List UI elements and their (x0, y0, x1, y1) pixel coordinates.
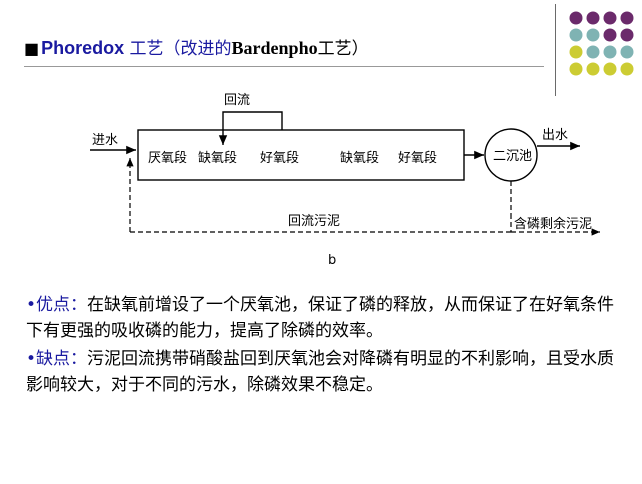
advantage-head: •优点： (26, 295, 88, 315)
title-process: 工艺（改进的 (124, 39, 232, 59)
decor-dot (603, 28, 617, 42)
disadvantage-text: 污泥回流携带硝酸盐回到厌氧池会对降磷有明显的不利影响，且受水质影响较大，对于不同… (26, 349, 615, 395)
influent-label: 进水 (92, 133, 118, 148)
stage-aerobic-2: 好氧段 (398, 151, 437, 166)
decor-dot (569, 45, 583, 59)
excess-sludge-label: 含磷剩余污泥 (514, 216, 592, 232)
decor-dot (569, 62, 583, 76)
effluent-label: 出水 (542, 128, 568, 143)
advantage-paragraph: •优点：在缺氧前增设了一个厌氧池，保证了磷的释放，从而保证了在好氧条件下有更强的… (26, 292, 618, 344)
stage-anaerobic-1: 厌氧段 (148, 151, 187, 166)
title-underline (24, 66, 544, 67)
slide-title: ■Phoredox 工艺（改进的Bardenpho工艺） (24, 34, 369, 59)
stage-anoxic-1: 缺氧段 (198, 151, 237, 166)
decor-dot (620, 45, 634, 59)
decor-dot (620, 62, 634, 76)
figure-caption: b (328, 253, 336, 268)
title-bardenpho: Bardenpho (231, 38, 318, 58)
stage-anoxic-2: 缺氧段 (340, 151, 379, 166)
decor-dot (586, 62, 600, 76)
internal-recycle-line (218, 111, 283, 145)
decor-dot (620, 28, 634, 42)
decor-dot (603, 62, 617, 76)
return-sludge-label: 回流污泥 (288, 214, 340, 229)
dot-grid-icon (569, 11, 634, 76)
decor-dot (603, 45, 617, 59)
decor-dot (586, 28, 600, 42)
recycle-top-label: 回流 (224, 93, 250, 108)
process-flow-svg: 回流 进水 厌氧段 缺氧段 好氧段 缺氧段 好氧段 二沉池 出水 含磷剩余污泥 (90, 93, 600, 268)
decor-dot (620, 11, 634, 25)
decorative-vertical-line (555, 4, 556, 96)
clarifier-label: 二沉池 (493, 149, 532, 164)
disadvantage-paragraph: •缺点：污泥回流携带硝酸盐回到厌氧池会对降磷有明显的不利影响，且受水质影响较大，… (26, 346, 618, 398)
decorative-dot-grid (568, 10, 636, 78)
process-flow-diagram: 回流 进水 厌氧段 缺氧段 好氧段 缺氧段 好氧段 二沉池 出水 含磷剩余污泥 (60, 82, 640, 282)
advantage-text: 在缺氧前增设了一个厌氧池，保证了磷的释放，从而保证了在好氧条件下有更强的吸收磷的… (26, 295, 615, 341)
decor-dot (569, 28, 583, 42)
disadvantage-head: •缺点： (26, 349, 88, 369)
title-phoredox: Phoredox (41, 38, 125, 58)
decor-dot (586, 11, 600, 25)
title-bullet: ■ (24, 39, 40, 58)
decor-dot (586, 45, 600, 59)
title-close: 工艺） (317, 39, 369, 59)
stage-aerobic-1: 好氧段 (260, 151, 299, 166)
decor-dot (603, 11, 617, 25)
decor-dot (569, 11, 583, 25)
bullet-list: •优点：在缺氧前增设了一个厌氧池，保证了磷的释放，从而保证了在好氧条件下有更强的… (26, 292, 618, 400)
